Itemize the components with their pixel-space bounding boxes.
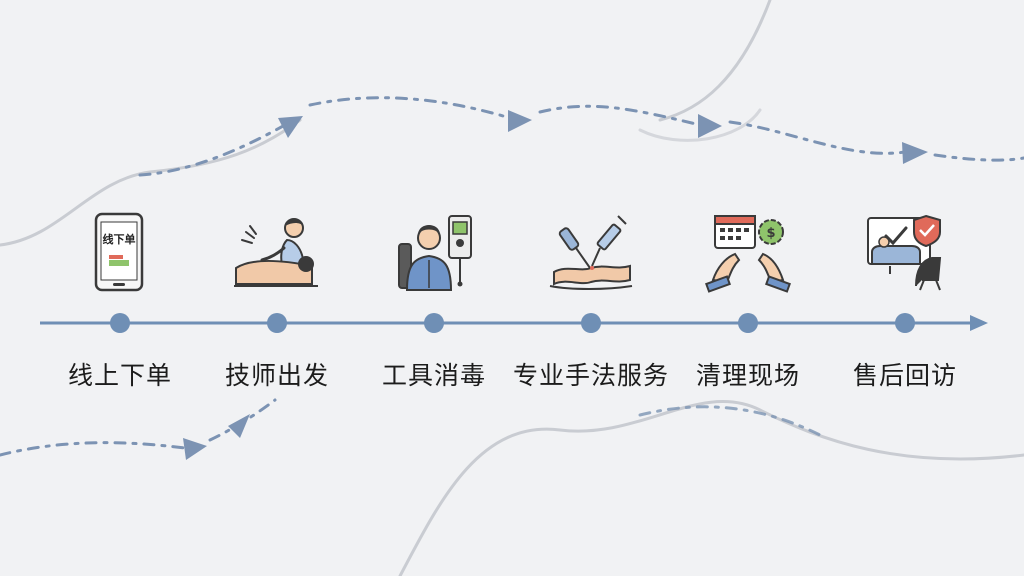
- step-label-3: 工具消毒: [381, 361, 486, 390]
- step-label-1: 线上下单: [67, 361, 172, 390]
- step-dot-1: [110, 313, 130, 333]
- acupuncture-tools-icon: [546, 210, 636, 294]
- step-label-5: 清理现场: [695, 361, 800, 390]
- step-dot-3: [424, 313, 444, 333]
- step-label-2: 技师出发: [224, 361, 329, 390]
- timeline-arrow-icon: [970, 315, 988, 331]
- step-dot-5: [738, 313, 758, 333]
- step-dot-4: [581, 313, 601, 333]
- step-dot-6: [895, 313, 915, 333]
- calendar-hands-icon: $: [703, 210, 793, 294]
- step-dot-2: [267, 313, 287, 333]
- technician-sterilizer-icon: [389, 210, 479, 294]
- svg-text:$: $: [766, 226, 775, 241]
- followup-monitor-icon: [860, 210, 950, 294]
- step-label-4: 专业手法服务: [512, 361, 669, 390]
- smartphone-order-icon: 线下单: [75, 210, 165, 294]
- svg-text:线下单: 线下单: [103, 232, 136, 246]
- massage-therapist-icon: [232, 210, 322, 294]
- step-label-6: 售后回访: [852, 361, 957, 390]
